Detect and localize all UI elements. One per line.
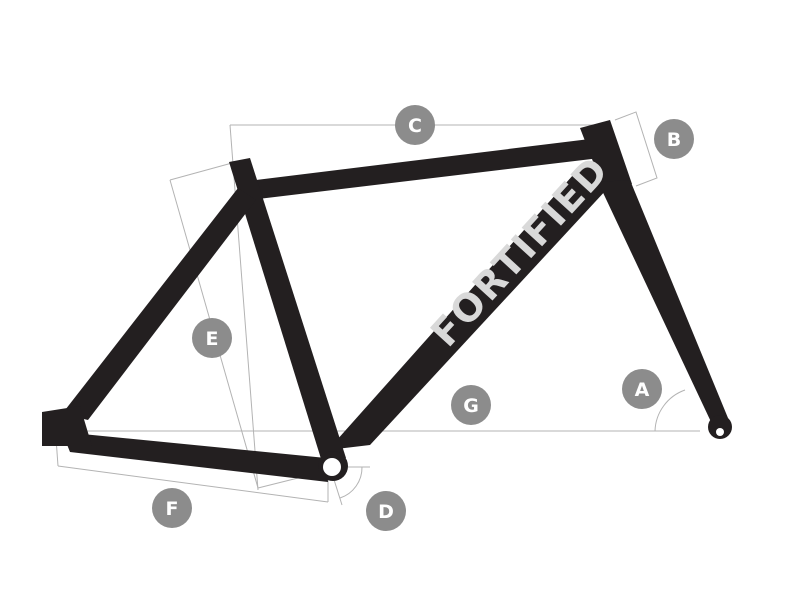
brand-logo-text: FORTIFIED [422, 147, 618, 355]
marker-a[interactable]: A [622, 369, 662, 409]
marker-b-badge [654, 119, 694, 159]
marker-g[interactable]: G [451, 385, 491, 425]
bike-frame: FORTIFIED [42, 120, 732, 482]
marker-f[interactable]: F [152, 488, 192, 528]
marker-d-label: D [378, 501, 394, 523]
marker-a-label: A [635, 379, 650, 401]
fork-dropout-slot [716, 428, 724, 436]
marker-e[interactable]: E [192, 318, 232, 358]
guide-b-bracket [614, 111, 658, 187]
marker-e-label: E [206, 328, 219, 350]
seat-tube [229, 158, 346, 462]
guide-c-left [229, 124, 259, 491]
marker-c-badge [395, 105, 435, 145]
marker-g-badge [451, 385, 491, 425]
marker-c-label: C [408, 115, 422, 137]
guide-e-top [169, 162, 233, 181]
marker-g-label: G [463, 395, 479, 417]
marker-f-badge [152, 488, 192, 528]
guide-f-bottom [57, 465, 329, 503]
marker-b-label: B [667, 129, 681, 151]
down-tube [328, 165, 620, 450]
guide-a-arc [654, 389, 686, 432]
guide-d-arc [339, 466, 363, 499]
fork-dropout [708, 415, 732, 439]
head-tube [580, 120, 632, 190]
marker-d-badge [366, 491, 406, 531]
marker-a-badge [622, 369, 662, 409]
marker-f-label: F [166, 498, 179, 520]
top-tube [240, 138, 600, 200]
marker-d[interactable]: D [366, 491, 406, 531]
chain-stay [62, 432, 328, 482]
fork [598, 180, 728, 424]
marker-e-badge [192, 318, 232, 358]
bottom-bracket-bore [323, 458, 341, 476]
marker-c[interactable]: C [395, 105, 435, 145]
seat-stay [62, 188, 256, 420]
marker-b[interactable]: B [654, 119, 694, 159]
rear-dropout [42, 406, 92, 446]
